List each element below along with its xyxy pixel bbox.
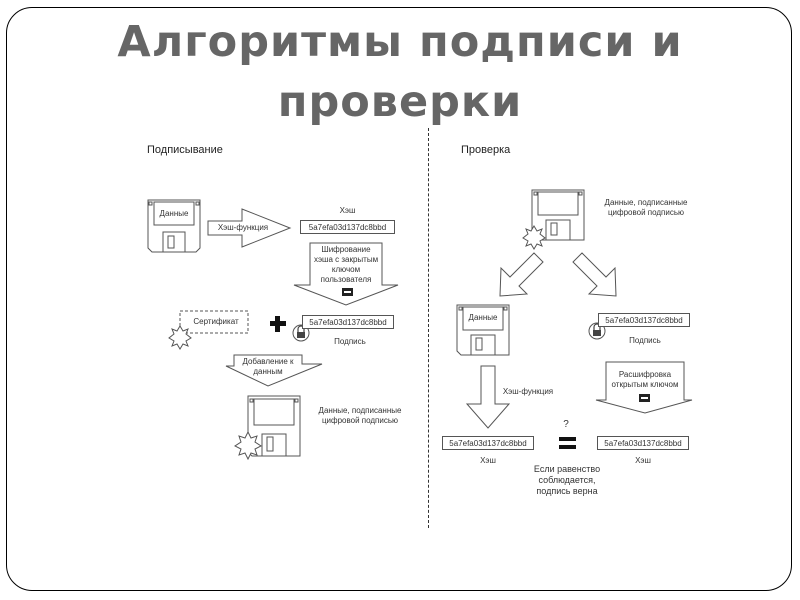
append-label: Добавление к данным xyxy=(232,357,304,377)
verify-signed-data-line-2: цифровой подписью xyxy=(607,208,685,217)
verification-heading: Проверка xyxy=(461,144,511,156)
cert-star-icon xyxy=(168,325,192,350)
hash-caption: Хэш xyxy=(339,206,356,215)
decrypt-arrow xyxy=(595,361,693,414)
certificate-box xyxy=(179,310,249,334)
question-mark: ? xyxy=(563,419,569,430)
hash-function-label: Хэш-функция xyxy=(217,223,269,232)
decrypted-hash-box: 5a7efa03d137dc8bbd xyxy=(597,436,689,450)
append-line-2: данным xyxy=(253,367,283,376)
lock-icon-verify xyxy=(588,322,606,340)
result-label: Если равенство соблюдается, подпись верн… xyxy=(522,464,612,497)
decrypt-label: Расшифровка открытым ключом xyxy=(604,370,686,390)
append-line-1: Добавление к xyxy=(242,357,294,366)
verify-seal-star-icon xyxy=(522,225,546,250)
signed-data-line-1: Данные, подписанные xyxy=(318,406,402,415)
encrypt-line-2: хэша с закрытым xyxy=(313,255,379,264)
slide-frame xyxy=(6,7,792,591)
seal-star-icon xyxy=(234,430,262,461)
title-line-1: Алгоритмы подписи и xyxy=(117,17,683,67)
signing-data-label: Данные xyxy=(159,209,189,218)
key-icon-private xyxy=(342,288,353,296)
section-divider xyxy=(428,128,429,528)
encrypt-line-3: ключом xyxy=(331,265,361,274)
certificate-label: Сертификат xyxy=(193,317,239,326)
lock-icon-signing xyxy=(292,324,310,342)
plus-sign xyxy=(270,316,286,332)
verify-hash-arrow xyxy=(465,365,511,429)
encrypt-line-1: Шифрование xyxy=(321,245,371,254)
computed-hash-caption: Хэш xyxy=(480,456,496,465)
verify-signature-box: 5a7efa03d137dc8bbd xyxy=(598,313,690,327)
key-icon-public xyxy=(639,394,650,402)
result-line-2: соблюдается, xyxy=(538,475,596,485)
verify-signed-data-label: Данные, подписанные цифровой подписью xyxy=(596,198,696,218)
split-arrow-right xyxy=(572,252,617,297)
verify-signed-data-line-1: Данные, подписанные xyxy=(604,198,688,207)
equals-sign xyxy=(559,437,576,449)
signature-caption: Подпись xyxy=(334,337,366,346)
encrypt-line-4: пользователя xyxy=(320,275,372,284)
verify-hash-function-label: Хэш-функция xyxy=(502,387,554,396)
signature-value-box: 5a7efa03d137dc8bbd xyxy=(302,315,394,329)
hash-function-arrow xyxy=(207,208,292,248)
signed-floppy-disk-icon xyxy=(247,395,301,457)
slide-title: Алгоритмы подписи и проверки xyxy=(0,12,800,132)
result-line-3: подпись верна xyxy=(536,486,598,496)
signed-data-label: Данные, подписанные цифровой подписью xyxy=(310,406,410,426)
split-arrow-left xyxy=(499,252,544,297)
decrypt-line-2: открытым ключом xyxy=(611,380,679,389)
verify-data-label: Данные xyxy=(468,313,498,322)
encrypt-arrow xyxy=(293,242,399,306)
result-line-1: Если равенство xyxy=(533,464,601,474)
decrypt-line-1: Расшифровка xyxy=(618,370,672,379)
title-line-2: проверки xyxy=(277,77,523,127)
signed-data-line-2: цифровой подписью xyxy=(321,416,399,425)
verify-data-floppy-disk-icon xyxy=(456,304,510,356)
encrypt-label: Шифрование хэша с закрытым ключом пользо… xyxy=(304,245,388,285)
hash-value-box: 5a7efa03d137dc8bbd xyxy=(300,220,395,234)
append-arrow xyxy=(225,354,323,387)
floppy-disk-icon xyxy=(147,199,201,253)
decrypted-hash-caption: Хэш xyxy=(635,456,651,465)
verify-signed-floppy-disk-icon xyxy=(531,189,585,241)
signing-heading: Подписывание xyxy=(147,144,223,156)
verify-signature-caption: Подпись xyxy=(629,336,661,345)
computed-hash-box: 5a7efa03d137dc8bbd xyxy=(442,436,534,450)
